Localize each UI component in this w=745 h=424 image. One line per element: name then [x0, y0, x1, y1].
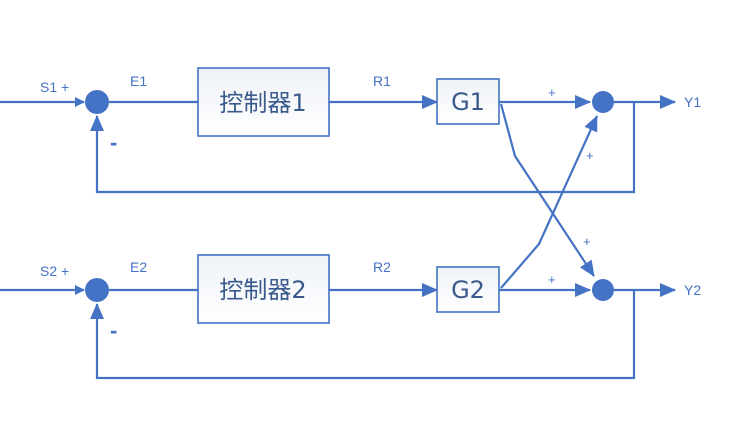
output-y1-label: Y1 [684, 94, 701, 110]
feedback-2-sign: - [110, 318, 117, 343]
feedback-1-line [90, 102, 636, 194]
controller-1-label: 控制器1 [219, 89, 306, 117]
summing-junction-2 [85, 278, 109, 302]
error-e2-label: E2 [130, 259, 147, 275]
error-e1-label: E1 [130, 73, 147, 89]
sign-g2-y2: + [548, 272, 556, 287]
plant-g2-label: G2 [451, 276, 485, 304]
cross-g2-to-y1-line [500, 115, 599, 289]
controller-2-block [197, 254, 330, 324]
plant-g1-label: G1 [451, 88, 485, 116]
cross-g1-to-y2-line [499, 103, 595, 277]
sign-cross-g1-y2: + [583, 234, 591, 249]
controller-2-label: 控制器2 [219, 276, 306, 304]
control-r2-label: R2 [373, 259, 391, 275]
output-sum-junction-2 [592, 279, 614, 301]
feedback-1-sign: - [110, 130, 117, 155]
plant-g1-block [436, 78, 500, 125]
input-s2-label: S2 + [40, 263, 69, 279]
loop-2: S2 + E2 控制器2 R2 G2 + Y2 - [0, 254, 701, 380]
input-s1-label: S1 + [40, 79, 69, 95]
summing-junction-1 [85, 90, 109, 114]
feedback-2-line [90, 290, 636, 380]
output-sum-junction-1 [592, 91, 614, 113]
control-r1-label: R1 [373, 73, 391, 89]
sign-cross-g2-y1: + [586, 148, 594, 163]
loop-1: S1 + E1 控制器1 R1 G1 + Y1 - [0, 67, 701, 194]
output-y2-label: Y2 [684, 282, 701, 298]
controller-1-block [197, 67, 330, 137]
sign-g1-y1: + [548, 85, 556, 100]
